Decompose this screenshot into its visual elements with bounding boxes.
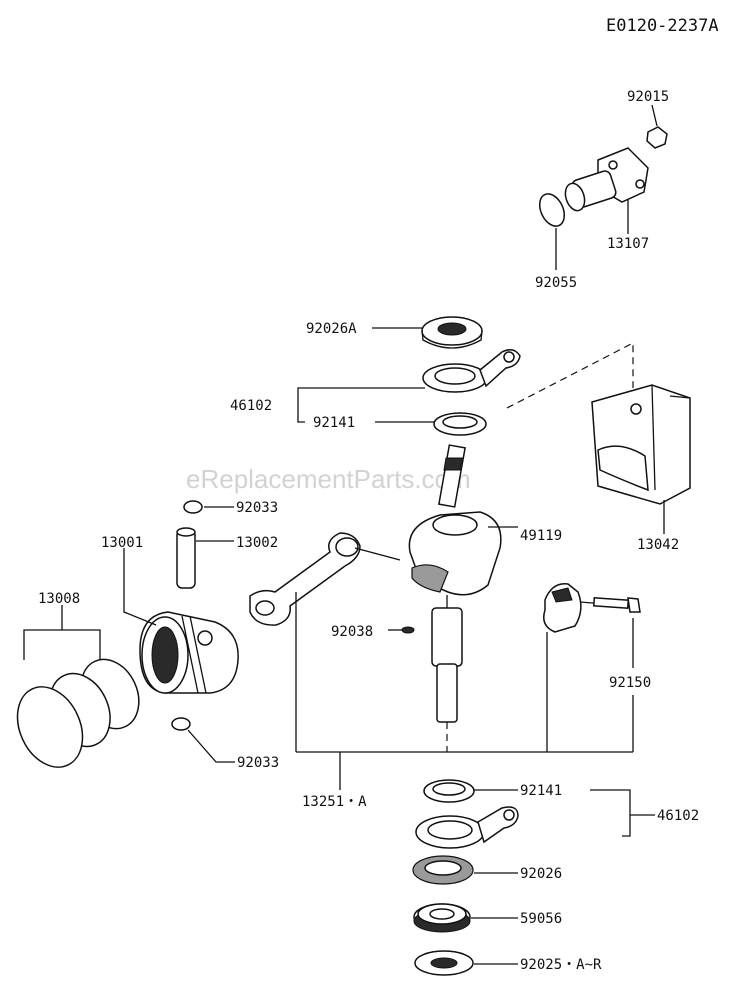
label-92038: 92038 xyxy=(331,624,373,640)
label-49119: 49119 xyxy=(520,528,562,544)
label-59056: 59056 xyxy=(520,911,562,927)
watermark: eReplacementParts.com xyxy=(186,464,471,494)
label-92025-A-R: 92025・A~R xyxy=(520,957,602,973)
label-46102-bottom: 46102 xyxy=(657,808,699,824)
governor-shaft-part xyxy=(564,147,649,212)
gear-part-59056 xyxy=(413,903,471,933)
key-part-92038 xyxy=(401,626,415,634)
label-92141-bottom: 92141 xyxy=(520,783,562,799)
rod-cap-part xyxy=(543,583,582,633)
label-13251-A: 13251・A xyxy=(302,794,367,810)
nut-part-92015 xyxy=(646,126,668,149)
balancer-weight-lower xyxy=(415,806,519,849)
label-13001: 13001 xyxy=(101,535,143,551)
label-46102-top: 46102 xyxy=(230,398,272,414)
piston-pin-part-13002 xyxy=(176,527,196,589)
bearing-part-92141-lower xyxy=(423,779,475,803)
oil-seal-part-92026 xyxy=(412,855,474,885)
balancer-weight-upper xyxy=(422,349,521,393)
piston-part-13001 xyxy=(139,611,239,694)
label-92150: 92150 xyxy=(609,675,651,691)
oil-seal-part-92026A xyxy=(421,316,483,349)
crankcase-part-13042 xyxy=(591,384,691,505)
label-92026A: 92026A xyxy=(306,321,357,337)
shim-part-92025 xyxy=(414,950,474,976)
connecting-rod xyxy=(249,532,361,626)
label-13107: 13107 xyxy=(607,236,649,252)
label-92033-top: 92033 xyxy=(236,500,278,516)
label-13008: 13008 xyxy=(38,591,80,607)
label-13042: 13042 xyxy=(637,537,679,553)
label-92055: 92055 xyxy=(535,275,577,291)
circlip-part-92033-bottom xyxy=(171,717,191,731)
piston-rings-part-13008 xyxy=(16,658,140,768)
reference-code: E0120-2237A xyxy=(606,16,719,36)
label-92141-top: 92141 xyxy=(313,415,355,431)
label-92015: 92015 xyxy=(627,89,669,105)
bearing-part-92141-upper xyxy=(433,412,487,436)
label-92033-bottom: 92033 xyxy=(237,755,279,771)
o-ring-part-92055 xyxy=(538,193,566,227)
circlip-part-92033-top xyxy=(183,500,203,514)
label-92026: 92026 xyxy=(520,866,562,882)
bolt-part-92150 xyxy=(579,597,641,613)
crankshaft-part-49119 xyxy=(408,444,502,723)
label-13002: 13002 xyxy=(236,535,278,551)
